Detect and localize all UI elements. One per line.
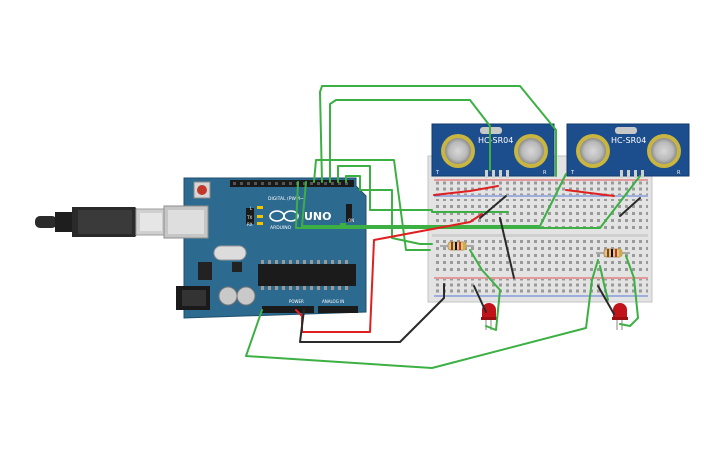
- analog-header: [318, 306, 358, 313]
- crystal: [213, 245, 247, 261]
- l-label: L: [250, 206, 253, 211]
- wire-black[interactable]: [499, 217, 515, 279]
- sensor-t-mark: T: [570, 170, 575, 176]
- wire-green[interactable]: [295, 175, 641, 229]
- arduino-logo-icon: [269, 210, 299, 222]
- arduino-model-text: UNO: [304, 210, 332, 223]
- wire-green[interactable]: [599, 265, 609, 301]
- sensor-r-mark: R: [677, 170, 681, 176]
- sensor-model-label: HC-SR04: [611, 136, 646, 145]
- sensor-r-mark: R: [543, 170, 547, 176]
- wire-red[interactable]: [295, 213, 483, 333]
- wire-green[interactable]: [337, 165, 509, 213]
- sensor-model-label: HC-SR04: [478, 136, 513, 145]
- regulator-chip: [198, 262, 212, 280]
- resistor-2[interactable]: [596, 248, 630, 258]
- bottom-power-rail: [432, 279, 648, 293]
- wire-black[interactable]: [479, 195, 507, 219]
- wire-green[interactable]: [319, 85, 557, 183]
- wire-black[interactable]: [299, 283, 445, 343]
- wire-green[interactable]: [245, 259, 599, 369]
- usb-cable: [35, 207, 167, 237]
- wire-black[interactable]: [597, 285, 615, 315]
- analog-header-label: ANALOG IN: [322, 299, 344, 304]
- wire-green[interactable]: [313, 159, 431, 251]
- wire-green[interactable]: [469, 249, 501, 331]
- arduino-brand-text: ARDUINO: [270, 225, 292, 231]
- resistor-1[interactable]: [440, 241, 474, 251]
- digital-header-label: DIGITAL (PWM~): [268, 196, 306, 202]
- wire-green[interactable]: [329, 99, 491, 183]
- rx-label: RX: [247, 222, 253, 227]
- breadboard[interactable]: [427, 155, 653, 303]
- wire-red[interactable]: [433, 185, 499, 196]
- wire-green[interactable]: [345, 175, 433, 245]
- top-power-rail: [432, 181, 648, 195]
- power-header-label: POWER: [289, 299, 304, 304]
- capacitor: [236, 286, 256, 306]
- wires: [245, 85, 641, 369]
- power-header: [262, 306, 314, 313]
- sensor-t-mark: T: [435, 170, 440, 176]
- wire-green[interactable]: [301, 173, 567, 227]
- tx-label: TX: [246, 215, 252, 220]
- capacitor: [218, 286, 238, 306]
- wire-red[interactable]: [565, 189, 615, 197]
- ultrasonic-sensor-1[interactable]: HC-SR04 T R: [431, 123, 555, 178]
- ultrasonic-sensor-2[interactable]: HC-SR04 T R: [566, 123, 690, 178]
- arduino-uno-board[interactable]: DIGITAL (PWM~) POWER ANALOG IN ON L TX R…: [163, 177, 367, 319]
- wire-black[interactable]: [619, 197, 641, 217]
- wire-black[interactable]: [473, 285, 487, 313]
- atmega-chip: [258, 264, 356, 286]
- on-label: ON: [348, 218, 354, 223]
- wire-green[interactable]: [619, 255, 639, 327]
